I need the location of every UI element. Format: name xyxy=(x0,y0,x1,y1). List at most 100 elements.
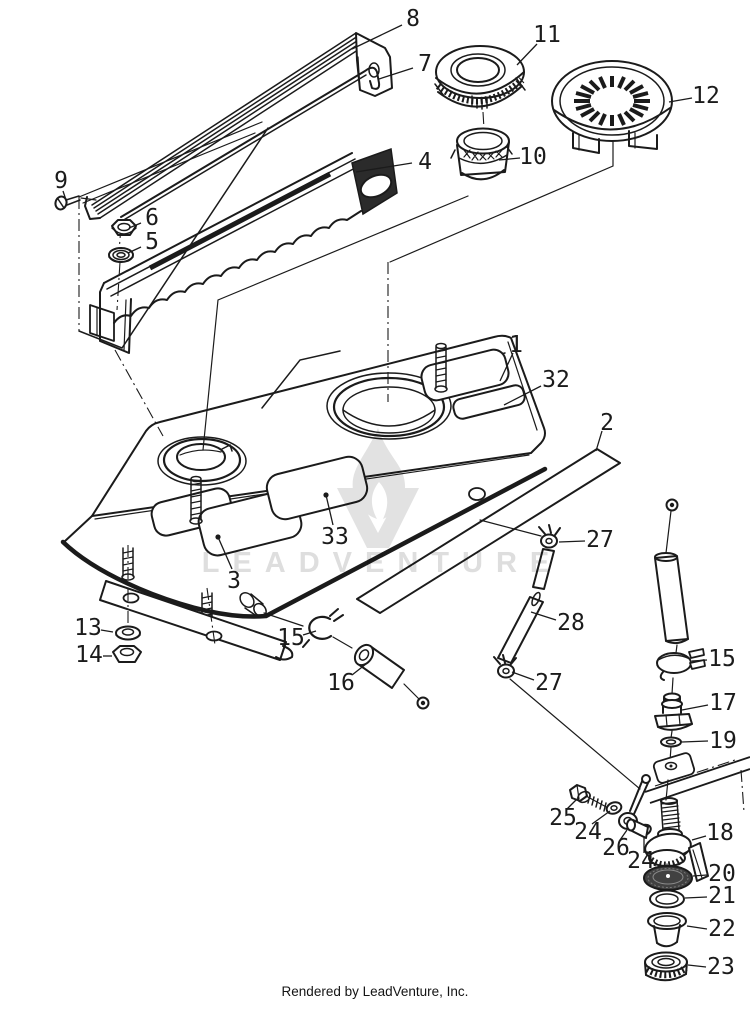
part-27-clamp-lower xyxy=(493,654,517,679)
part-10-filter-screen xyxy=(450,127,513,181)
callout-15[interactable]: 15 xyxy=(708,646,736,672)
callout-15[interactable]: 15 xyxy=(277,625,305,651)
leader-line-24 xyxy=(591,810,611,825)
part-27-clamp-upper xyxy=(538,524,561,549)
callout-10[interactable]: 10 xyxy=(519,144,547,170)
part-28-fuel-hose xyxy=(497,591,544,664)
callout-7[interactable]: 7 xyxy=(418,51,432,77)
leader-line-9 xyxy=(62,190,67,201)
callout-24[interactable]: 24 xyxy=(627,848,655,874)
strap-plate xyxy=(99,580,287,661)
leader-line-23 xyxy=(687,964,707,968)
callout-1[interactable]: 1 xyxy=(509,332,523,358)
tank-stud-left xyxy=(189,475,203,525)
mounting-strap-assembly xyxy=(99,545,294,663)
fuel-hose-assembly xyxy=(493,524,561,679)
watermark-flame-icon xyxy=(352,428,406,519)
leader-line-27 xyxy=(558,540,586,543)
callout-20[interactable]: 20 xyxy=(708,861,736,887)
callout-12[interactable]: 12 xyxy=(692,83,720,109)
leader-line-19 xyxy=(681,740,709,743)
leader-line-2 xyxy=(595,430,603,452)
watermark: LEADVENTURE xyxy=(202,428,563,579)
leader-line-4 xyxy=(355,162,413,173)
callout-23[interactable]: 23 xyxy=(707,954,735,980)
callout-27[interactable]: 27 xyxy=(535,670,563,696)
part-21-gasket-ring xyxy=(649,889,685,909)
callout-6[interactable]: 6 xyxy=(145,205,159,231)
part-15-clamp-front xyxy=(302,608,344,648)
leader-line-28 xyxy=(530,611,557,621)
tank-stud-right xyxy=(434,342,448,393)
callout-9[interactable]: 9 xyxy=(54,168,68,194)
part-11-fuel-cap xyxy=(434,45,526,110)
callout-11[interactable]: 11 xyxy=(533,22,561,48)
part-8-top-rail xyxy=(84,32,393,220)
callout-14[interactable]: 14 xyxy=(75,642,103,668)
leader-line-15 xyxy=(302,630,317,636)
part-25-bolt xyxy=(569,784,611,812)
strip-32 xyxy=(452,384,526,420)
tank-bead xyxy=(60,466,548,619)
callout-25[interactable]: 25 xyxy=(549,805,577,831)
link-line xyxy=(332,636,353,649)
hose-segment xyxy=(532,548,555,590)
tank-outlet-nub xyxy=(468,487,486,501)
part-1-fuel-tank xyxy=(60,334,548,619)
leader-line-13 xyxy=(100,629,114,633)
callout-18[interactable]: 18 xyxy=(706,820,734,846)
tank-drain-spigot xyxy=(239,592,267,618)
leader-line-7 xyxy=(378,67,414,80)
callouts-layer: 8711121049651322333131415162728271517192… xyxy=(54,6,737,980)
leader-line-17 xyxy=(681,704,709,711)
leader-line-26 xyxy=(619,829,628,841)
callout-28[interactable]: 28 xyxy=(557,610,585,636)
part-17-fitting xyxy=(654,692,693,731)
leader-line-8 xyxy=(351,24,403,50)
part-4-tank-cover xyxy=(99,147,398,354)
callout-21[interactable]: 21 xyxy=(708,883,736,909)
leader-line-33 xyxy=(325,494,334,526)
leader-line-5 xyxy=(127,246,142,254)
vent-slots xyxy=(574,76,650,126)
leader-line-12 xyxy=(668,97,693,103)
leader-line-1 xyxy=(499,352,514,382)
part-15-clamp-right xyxy=(656,648,706,681)
callout-33[interactable]: 33 xyxy=(321,524,349,550)
callout-8[interactable]: 8 xyxy=(406,6,420,32)
leader-line-11 xyxy=(516,43,538,66)
part-13-washer xyxy=(115,625,141,641)
leader-line-6 xyxy=(128,222,142,229)
fuel-pipe-column xyxy=(644,498,750,813)
part-20-filter-screen-disc xyxy=(643,865,693,891)
callout-3[interactable]: 3 xyxy=(227,568,241,594)
part-12-cover-plate xyxy=(551,60,673,154)
callout-17[interactable]: 17 xyxy=(709,690,737,716)
callout-27[interactable]: 27 xyxy=(586,527,614,553)
part-16-hose xyxy=(353,643,430,710)
callout-5[interactable]: 5 xyxy=(145,229,159,255)
callout-4[interactable]: 4 xyxy=(418,149,432,175)
callout-32[interactable]: 32 xyxy=(542,367,570,393)
leader-line-16 xyxy=(351,663,367,676)
callout-13[interactable]: 13 xyxy=(74,615,102,641)
callout-19[interactable]: 19 xyxy=(709,728,737,754)
callout-26[interactable]: 26 xyxy=(602,835,630,861)
leader-dot-3 xyxy=(215,534,221,540)
callout-2[interactable]: 2 xyxy=(600,410,614,436)
part-6-nut xyxy=(111,219,137,236)
callout-16[interactable]: 16 xyxy=(327,670,355,696)
callout-24[interactable]: 24 xyxy=(574,819,602,845)
watermark-v-shape xyxy=(337,488,419,548)
fuel-pipe xyxy=(654,555,689,642)
callout-22[interactable]: 22 xyxy=(708,916,736,942)
part-4-handle-hole xyxy=(359,173,393,199)
leader-line-3 xyxy=(217,536,233,570)
leader-line-22 xyxy=(686,925,708,930)
part-24-washer-a xyxy=(605,801,623,815)
leader-line-10 xyxy=(498,157,521,161)
part-19-washer xyxy=(660,736,682,748)
watermark-text: LEADVENTURE xyxy=(202,547,563,579)
